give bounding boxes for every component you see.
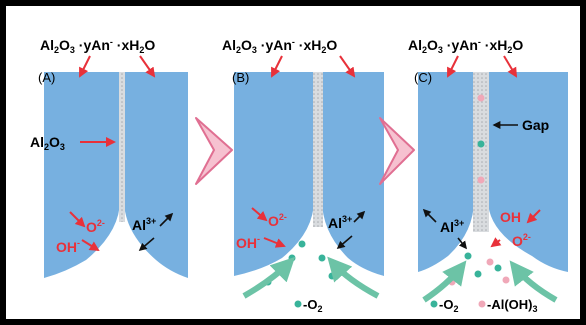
panel-b-flow-right (327, 256, 380, 299)
panel-b-letter: (B) (232, 70, 249, 85)
o2-bubble (494, 264, 502, 272)
panel-c-arrow-in-left (447, 55, 459, 78)
panel-b-oh-label: OH- (236, 234, 260, 251)
aloh-bubble (502, 276, 510, 284)
o2-bubble (318, 254, 326, 262)
panel-a-arrow-in-right (139, 55, 156, 78)
panel-a-o2-arrow (69, 211, 86, 228)
panel-b-flow-left (242, 256, 296, 299)
panel-b-al3-arrow-down (336, 235, 353, 250)
legend-aloh-swatch (478, 300, 486, 308)
panel-a-al3-arrow-down (138, 237, 155, 252)
panel-c-al3-label: Al3+ (440, 218, 464, 235)
panel-c-flow-right (509, 260, 558, 303)
panel-a-oh-label: OH- (56, 238, 80, 255)
panel-a-o2-label: O2- (86, 218, 105, 235)
panel-a-channel (119, 72, 125, 222)
aloh-bubble (477, 176, 485, 184)
panel-a-al2o3-label: Al2O3 (30, 134, 65, 152)
panel-b-right-wall (322, 72, 384, 276)
panel-c-left-wall (418, 72, 474, 272)
panel-c-legend-aloh: -Al(OH)3 (487, 297, 538, 314)
panel-c-arrow-in-right (503, 55, 518, 78)
panel-c: Al2O3 ·yAn- ·xH2O (C) Gap Al3+ OH O2- -O… (408, 37, 568, 314)
panel-c-al3-arrow-out (422, 208, 437, 223)
o2-bubble (328, 272, 336, 280)
panel-b-left-wall (234, 72, 314, 276)
legend-o2-swatch-c (430, 300, 438, 308)
o2-bubble (477, 140, 485, 148)
panel-b-formula: Al2O3 ·yAn- ·xH2O (222, 37, 337, 55)
panel-b-arrow-in-right (339, 55, 356, 78)
aloh-bubble (486, 258, 494, 266)
panel-b: Al2O3 ·yAn- ·xH2O (B) O2- OH- Al3+ -O2 (222, 37, 384, 314)
panel-b-legend-o2: -O2 (303, 297, 322, 314)
aloh-bubble (477, 94, 485, 102)
panel-c-right-wall (488, 72, 568, 272)
panel-c-al3-arrow-down (457, 237, 467, 250)
panel-a-left-wall (44, 72, 120, 278)
panel-b-o2-label: O2- (268, 212, 287, 229)
panel-b-al3-label: Al3+ (328, 214, 352, 231)
panel-a-letter: (A) (38, 70, 55, 85)
panel-c-legend-o2: -O2 (439, 297, 458, 314)
panel-a-oh-arrow (81, 239, 100, 252)
panel-c-oh-label: OH (500, 209, 521, 225)
o2-bubble (288, 254, 296, 262)
panel-c-formula: Al2O3 ·yAn- ·xH2O (408, 37, 523, 55)
panel-c-o2-label: O2- (512, 232, 531, 249)
panel-a-al3-label: Al3+ (132, 216, 156, 233)
panel-a: Al2O3 ·yAn- ·xH2O (A) Al2O3 O2- OH- Al3+ (30, 37, 188, 278)
panel-b-al3-arrow-out (353, 210, 366, 223)
chevron-b-to-c (379, 117, 415, 185)
panel-c-flow-left (422, 260, 467, 303)
panel-b-oh-arrow (263, 237, 286, 248)
o2-bubble (474, 270, 482, 278)
panel-c-gap-channel (473, 72, 489, 232)
panel-a-al3-arrow-out (159, 212, 174, 227)
panel-c-oh-arrow (526, 209, 541, 224)
panel-c-gap-label: Gap (522, 117, 549, 133)
legend-o2-swatch-b (294, 300, 302, 308)
chevron-a-to-b (195, 117, 233, 185)
panel-a-formula: Al2O3 ·yAn- ·xH2O (40, 37, 155, 55)
panel-a-right-wall (124, 72, 188, 278)
o2-bubble (464, 252, 472, 260)
o2-bubble (298, 240, 306, 248)
panel-a-arrow-in-left (79, 55, 91, 78)
panel-c-o2-arrow (490, 237, 502, 248)
panel-b-channel (313, 72, 323, 227)
panel-c-letter: (C) (414, 70, 432, 85)
panel-b-arrow-in-left (271, 55, 283, 78)
panel-b-o2-arrow (251, 207, 268, 222)
